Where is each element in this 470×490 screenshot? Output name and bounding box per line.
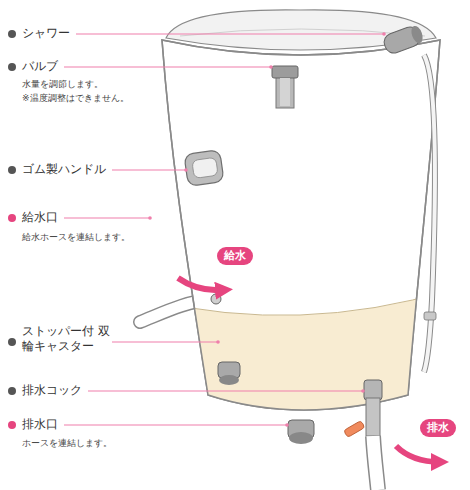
bullet-dot	[8, 166, 16, 174]
bullet-dot	[8, 214, 16, 222]
leader-end	[184, 168, 188, 172]
bullet-dot	[8, 63, 16, 71]
note-text: ホースを連結します。	[22, 438, 112, 449]
leader-line	[112, 341, 218, 342]
leader-end	[361, 389, 365, 393]
leader-end	[269, 65, 273, 69]
leader-line	[64, 424, 287, 425]
note-text: ※温度調整はできません。	[22, 93, 129, 104]
leader-line	[64, 217, 150, 218]
part-label: ストッパー付 双輪キャスター	[22, 324, 114, 354]
leader-end	[285, 423, 289, 427]
note-text: 水量を調節します。	[22, 79, 103, 90]
bullet-dot	[8, 30, 16, 38]
badge-text: 給水	[224, 249, 246, 262]
part-label: ゴム製ハンドル	[22, 162, 106, 177]
badge-text: 排水	[427, 421, 449, 434]
part-label: 排水口	[22, 417, 58, 432]
leader-line	[88, 390, 363, 391]
part-label: バルブ	[22, 59, 58, 74]
flow-badge: 給水	[217, 247, 253, 265]
flow-badge: 排水	[420, 419, 456, 437]
bullet-dot	[8, 338, 16, 346]
leader-end	[382, 32, 386, 36]
note-text: 給水ホースを連結します。	[22, 232, 130, 243]
leader-line	[64, 66, 271, 67]
part-label: 排水コック	[22, 383, 82, 398]
bullet-dot	[8, 421, 16, 429]
part-label: シャワー	[22, 26, 70, 41]
part-label: 給水口	[22, 210, 58, 225]
leader-line	[76, 33, 384, 34]
bullet-dot	[8, 387, 16, 395]
leader-end	[216, 340, 220, 344]
leader-line	[112, 169, 186, 170]
leader-end	[148, 216, 152, 220]
